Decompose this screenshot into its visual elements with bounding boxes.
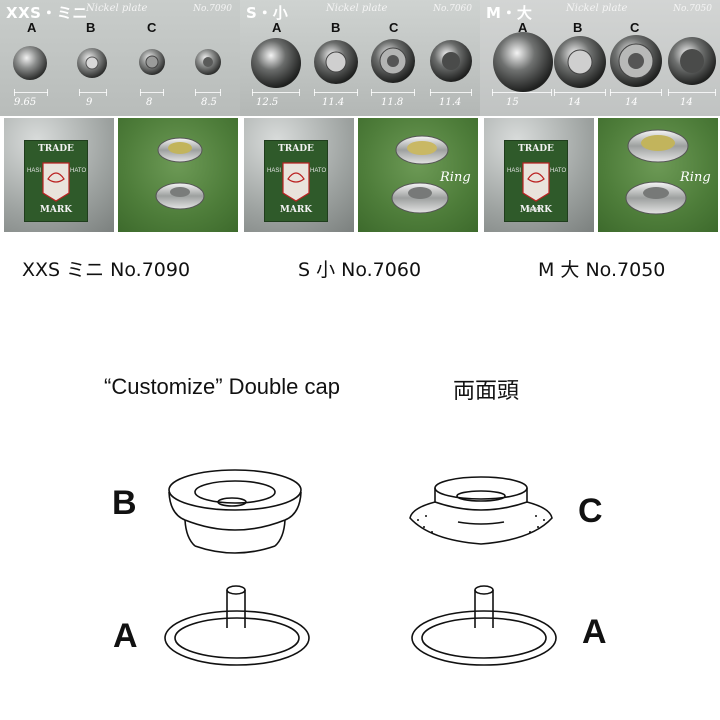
size-label: XXS・ミニ	[6, 4, 88, 22]
product-photo-strip: XXS・ミニ Nickel plate No.7090 A B C 9.65 9…	[0, 0, 720, 234]
snap-button-socket-icon	[409, 476, 553, 545]
measure-line	[430, 89, 472, 96]
snap-sample-icon	[625, 129, 689, 215]
diagram-title-jp: 両面頭	[453, 379, 520, 404]
snap-sample-icon	[155, 137, 205, 210]
part-label-a: A	[27, 20, 37, 35]
sample-photo	[118, 118, 238, 232]
snap-sample-icon	[391, 135, 449, 214]
card-mark: MARK	[39, 205, 73, 215]
snap-button-stud-icon	[411, 585, 557, 666]
measure-line	[492, 89, 552, 96]
plate-label: Nickel plate	[566, 3, 628, 14]
measure-line	[554, 89, 606, 96]
trademark-card-icon: TRADE MARK	[504, 140, 568, 222]
size-mm-a: 15	[506, 97, 519, 108]
trademark-card-icon: TRADE MARK	[24, 140, 88, 222]
part-label-b: B	[331, 20, 341, 35]
size-mm-d: 11.4	[439, 97, 462, 108]
model-label: No.7060	[433, 4, 472, 14]
diagram-label-b: B	[112, 484, 137, 522]
size-mm-d: 8.5	[201, 97, 217, 108]
part-label-b: B	[573, 20, 583, 35]
card-japan: JAPAN	[527, 207, 543, 213]
measure-line	[252, 89, 300, 96]
part-label-a: A	[518, 20, 528, 35]
card-hato: HATO	[310, 168, 327, 174]
diagram-title: “Customize” Double cap	[104, 374, 340, 399]
size-label: S・小	[246, 4, 289, 22]
product-panel-s: S・小 Nickel plate No.7060 A B C 12.5 11.4…	[240, 0, 480, 234]
bird-emblem-icon	[282, 162, 310, 202]
snap-parts-icon	[493, 32, 716, 92]
measure-line	[371, 89, 415, 96]
part-label-a: A	[272, 20, 282, 35]
bird-emblem-icon	[522, 162, 550, 202]
plate-label: Nickel plate	[326, 3, 388, 14]
card-trade: TRADE	[518, 144, 554, 154]
bird-emblem-icon	[42, 162, 70, 202]
measure-line	[668, 89, 716, 96]
measure-line	[610, 89, 662, 96]
snap-button-post-icon	[164, 585, 310, 666]
part-label-b: B	[86, 20, 96, 35]
diagram-label-c: C	[578, 492, 603, 530]
measure-line	[14, 89, 48, 96]
product-panel-m: M・大 Nickel plate No.7050 A B C 15 14 14 …	[480, 0, 720, 234]
size-mm-b: 11.4	[322, 97, 345, 108]
measure-line	[79, 89, 107, 96]
snap-parts-icon	[251, 38, 472, 88]
model-label: No.7050	[673, 4, 712, 14]
trademark-card-icon: TRADE MARK	[264, 140, 328, 222]
card-trade: TRADE	[38, 144, 74, 154]
card-hato: HATO	[70, 168, 87, 174]
diagram-label-a-left: A	[113, 617, 138, 655]
model-label: No.7090	[193, 4, 232, 14]
card-hato: HATO	[550, 168, 567, 174]
card-hasi: HASI	[267, 168, 282, 174]
part-label-c: C	[147, 20, 157, 35]
size-mm-a: 9.65	[14, 97, 37, 108]
caption-m: M 大 No.7050	[538, 259, 666, 281]
size-mm-c: 14	[625, 97, 638, 108]
caption-s: S 小 No.7060	[298, 259, 422, 281]
measure-line	[140, 89, 164, 96]
card-hasi: HASI	[507, 168, 522, 174]
product-panel-xxs: XXS・ミニ Nickel plate No.7090 A B C 9.65 9…	[0, 0, 240, 234]
size-mm-b: 14	[568, 97, 581, 108]
part-label-c: C	[389, 20, 399, 35]
size-mm-d: 14	[680, 97, 693, 108]
caption-xxs: XXS ミニ No.7090	[22, 259, 191, 281]
ring-label: Ring	[440, 170, 471, 185]
card-mark: MARK	[279, 205, 313, 215]
size-mm-c: 11.8	[381, 97, 404, 108]
part-label-c: C	[630, 20, 640, 35]
ring-label: Ring	[680, 170, 711, 185]
measure-line	[195, 89, 221, 96]
measure-line	[314, 89, 358, 96]
snap-button-cap-icon	[168, 469, 302, 554]
size-label: M・大	[486, 4, 533, 22]
card-mark: MARK	[519, 205, 553, 215]
size-mm-c: 8	[146, 97, 153, 108]
size-mm-b: 9	[86, 97, 93, 108]
card-hasi: HASI	[27, 168, 42, 174]
diagram-label-a-right: A	[582, 613, 607, 651]
card-trade: TRADE	[278, 144, 314, 154]
plate-label: Nickel plate	[86, 3, 148, 14]
size-mm-a: 12.5	[256, 97, 279, 108]
snap-parts-icon	[13, 46, 221, 80]
snap-socket-dots	[417, 515, 545, 533]
